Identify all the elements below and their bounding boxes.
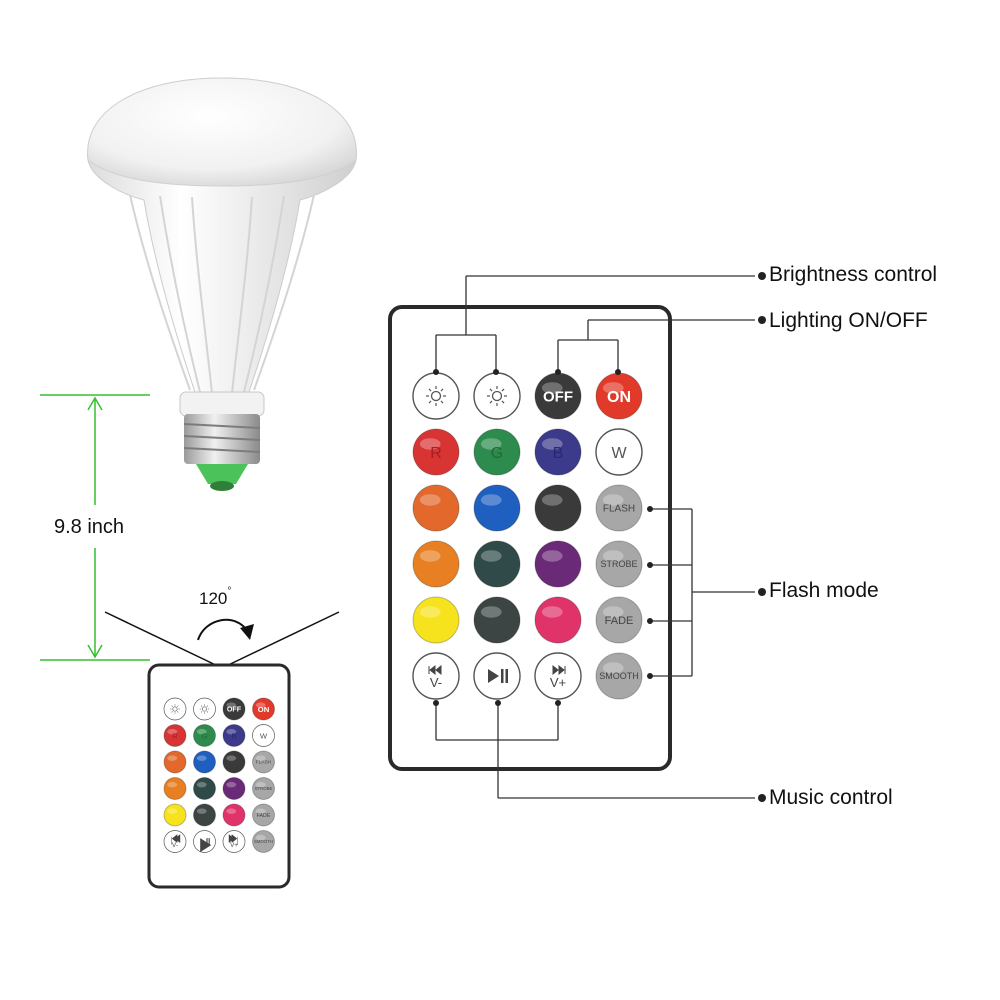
next-icon — [228, 834, 238, 845]
button-label: W — [260, 731, 268, 740]
button-label: STROBE — [600, 559, 637, 569]
remote-button-brightness-down[interactable] — [473, 372, 521, 420]
angle-indicator — [104, 611, 340, 669]
remote-button-v[interactable]: V+ — [534, 652, 582, 700]
brightness-down-icon — [199, 704, 210, 714]
mini-remote-button-b[interactable]: B — [222, 724, 246, 747]
connector-dots — [433, 272, 766, 802]
remote-button-color-2-2[interactable] — [534, 484, 582, 532]
button-label: W — [611, 445, 627, 462]
button-label: R — [172, 731, 178, 740]
remote-button-fade[interactable]: FADE — [595, 596, 643, 644]
mini-remote-button-w[interactable]: W — [252, 724, 275, 747]
remote-button-color-4-1[interactable] — [473, 596, 521, 644]
remote-button-color-4-2[interactable] — [534, 596, 582, 644]
button-label: FADE — [605, 615, 634, 627]
brightness-up-icon — [170, 704, 180, 714]
angle-label: 120° — [199, 586, 232, 609]
mini-remote-button-play-pause[interactable] — [193, 830, 216, 853]
mini-remote-button-v[interactable]: V+ — [222, 830, 246, 853]
mini-remote-button-color-3-0[interactable] — [163, 777, 187, 800]
prev-icon — [428, 664, 442, 676]
mini-remote-button-on[interactable]: ON — [252, 697, 275, 721]
mini-remote-button-color-3-1[interactable] — [193, 777, 216, 800]
mini-remote-button-brightness-up[interactable] — [163, 697, 187, 721]
mini-remote-button-g[interactable]: G — [193, 724, 216, 747]
remote-button-g[interactable]: G — [473, 428, 521, 476]
remote-button-on[interactable]: ON — [595, 372, 643, 420]
height-label: 9.8 inch — [54, 516, 125, 538]
large-remote: OFF ON R G B W FLASH STROBE FADE V- V+ SMOOTH — [388, 305, 672, 771]
button-label: G — [202, 731, 208, 740]
remote-button-b[interactable]: B — [534, 428, 582, 476]
volume-label: V- — [172, 842, 178, 849]
button-label: G — [491, 445, 503, 462]
brightness-control-label: Brightness control — [769, 263, 938, 286]
button-label: FLASH — [603, 504, 635, 515]
mini-remote-button-v[interactable]: V- — [163, 830, 187, 853]
mini-remote-button-color-4-1[interactable] — [193, 803, 216, 827]
callout-connectors — [435, 275, 755, 799]
button-label: FLASH — [256, 760, 272, 766]
mini-remote-button-fade[interactable]: FADE — [252, 803, 275, 827]
mini-remote-button-color-3-2[interactable] — [222, 777, 246, 800]
remote-button-off[interactable]: OFF — [534, 372, 582, 420]
remote-button-strobe[interactable]: STROBE — [595, 540, 643, 588]
prev-icon — [171, 834, 181, 845]
remote-button-color-2-0[interactable] — [412, 484, 460, 532]
remote-button-color-2-1[interactable] — [473, 484, 521, 532]
button-label: B — [553, 445, 564, 462]
led-bulb-image — [87, 77, 357, 491]
button-label: OFF — [543, 388, 573, 405]
small-remote: OFF ON R G B W FLASH STROBE FADE V- V+ SMOOTH — [147, 663, 291, 889]
button-label: R — [430, 445, 442, 462]
remote-button-v[interactable]: V- — [412, 652, 460, 700]
button-label: ON — [607, 389, 631, 406]
button-label: SMOOTH — [599, 671, 639, 681]
remote-button-w[interactable]: W — [595, 428, 643, 476]
mini-remote-button-color-2-2[interactable] — [222, 750, 246, 774]
button-label: STROBE — [255, 786, 273, 791]
angle-unit: ° — [227, 586, 232, 597]
play-pause-icon — [488, 669, 508, 683]
remote-button-color-3-1[interactable] — [473, 540, 521, 588]
flash-mode-label: Flash mode — [769, 579, 879, 602]
remote-button-brightness-up[interactable] — [412, 372, 460, 420]
mini-remote-button-color-2-1[interactable] — [193, 750, 216, 774]
lighting-on-off-label: Lighting ON/OFF — [769, 309, 928, 332]
button-label: ON — [258, 705, 270, 714]
brightness-down-icon — [487, 386, 507, 406]
remote-button-r[interactable]: R — [412, 428, 460, 476]
next-icon — [552, 664, 566, 676]
mini-remote-button-smooth[interactable]: SMOOTH — [252, 830, 275, 853]
button-label: B — [231, 731, 236, 740]
volume-label: V- — [430, 675, 442, 690]
mini-remote-button-color-4-2[interactable] — [222, 803, 246, 827]
mini-remote-button-flash[interactable]: FLASH — [252, 750, 275, 774]
angle-value: 120 — [199, 589, 228, 608]
button-label: OFF — [227, 705, 242, 714]
play-pause-icon — [200, 838, 212, 853]
remote-button-color-4-0[interactable] — [412, 596, 460, 644]
remote-button-color-3-0[interactable] — [412, 540, 460, 588]
mini-remote-button-color-4-0[interactable] — [163, 803, 187, 827]
mini-remote-button-color-2-0[interactable] — [163, 750, 187, 774]
volume-label: V+ — [550, 675, 566, 690]
remote-button-smooth[interactable]: SMOOTH — [595, 652, 643, 700]
mini-remote-button-r[interactable]: R — [163, 724, 187, 747]
volume-label: V+ — [230, 842, 238, 849]
mini-remote-button-off[interactable]: OFF — [222, 697, 246, 721]
music-control-label: Music control — [769, 786, 893, 809]
remote-button-color-3-2[interactable] — [534, 540, 582, 588]
remote-button-flash[interactable]: FLASH — [595, 484, 643, 532]
height-dimension-line — [40, 394, 150, 661]
button-label: SMOOTH — [254, 839, 273, 844]
remote-button-play-pause[interactable] — [473, 652, 521, 700]
mini-remote-button-strobe[interactable]: STROBE — [252, 777, 275, 800]
brightness-up-icon — [426, 386, 446, 406]
button-label: FADE — [257, 813, 271, 819]
mini-remote-button-brightness-down[interactable] — [193, 697, 216, 721]
